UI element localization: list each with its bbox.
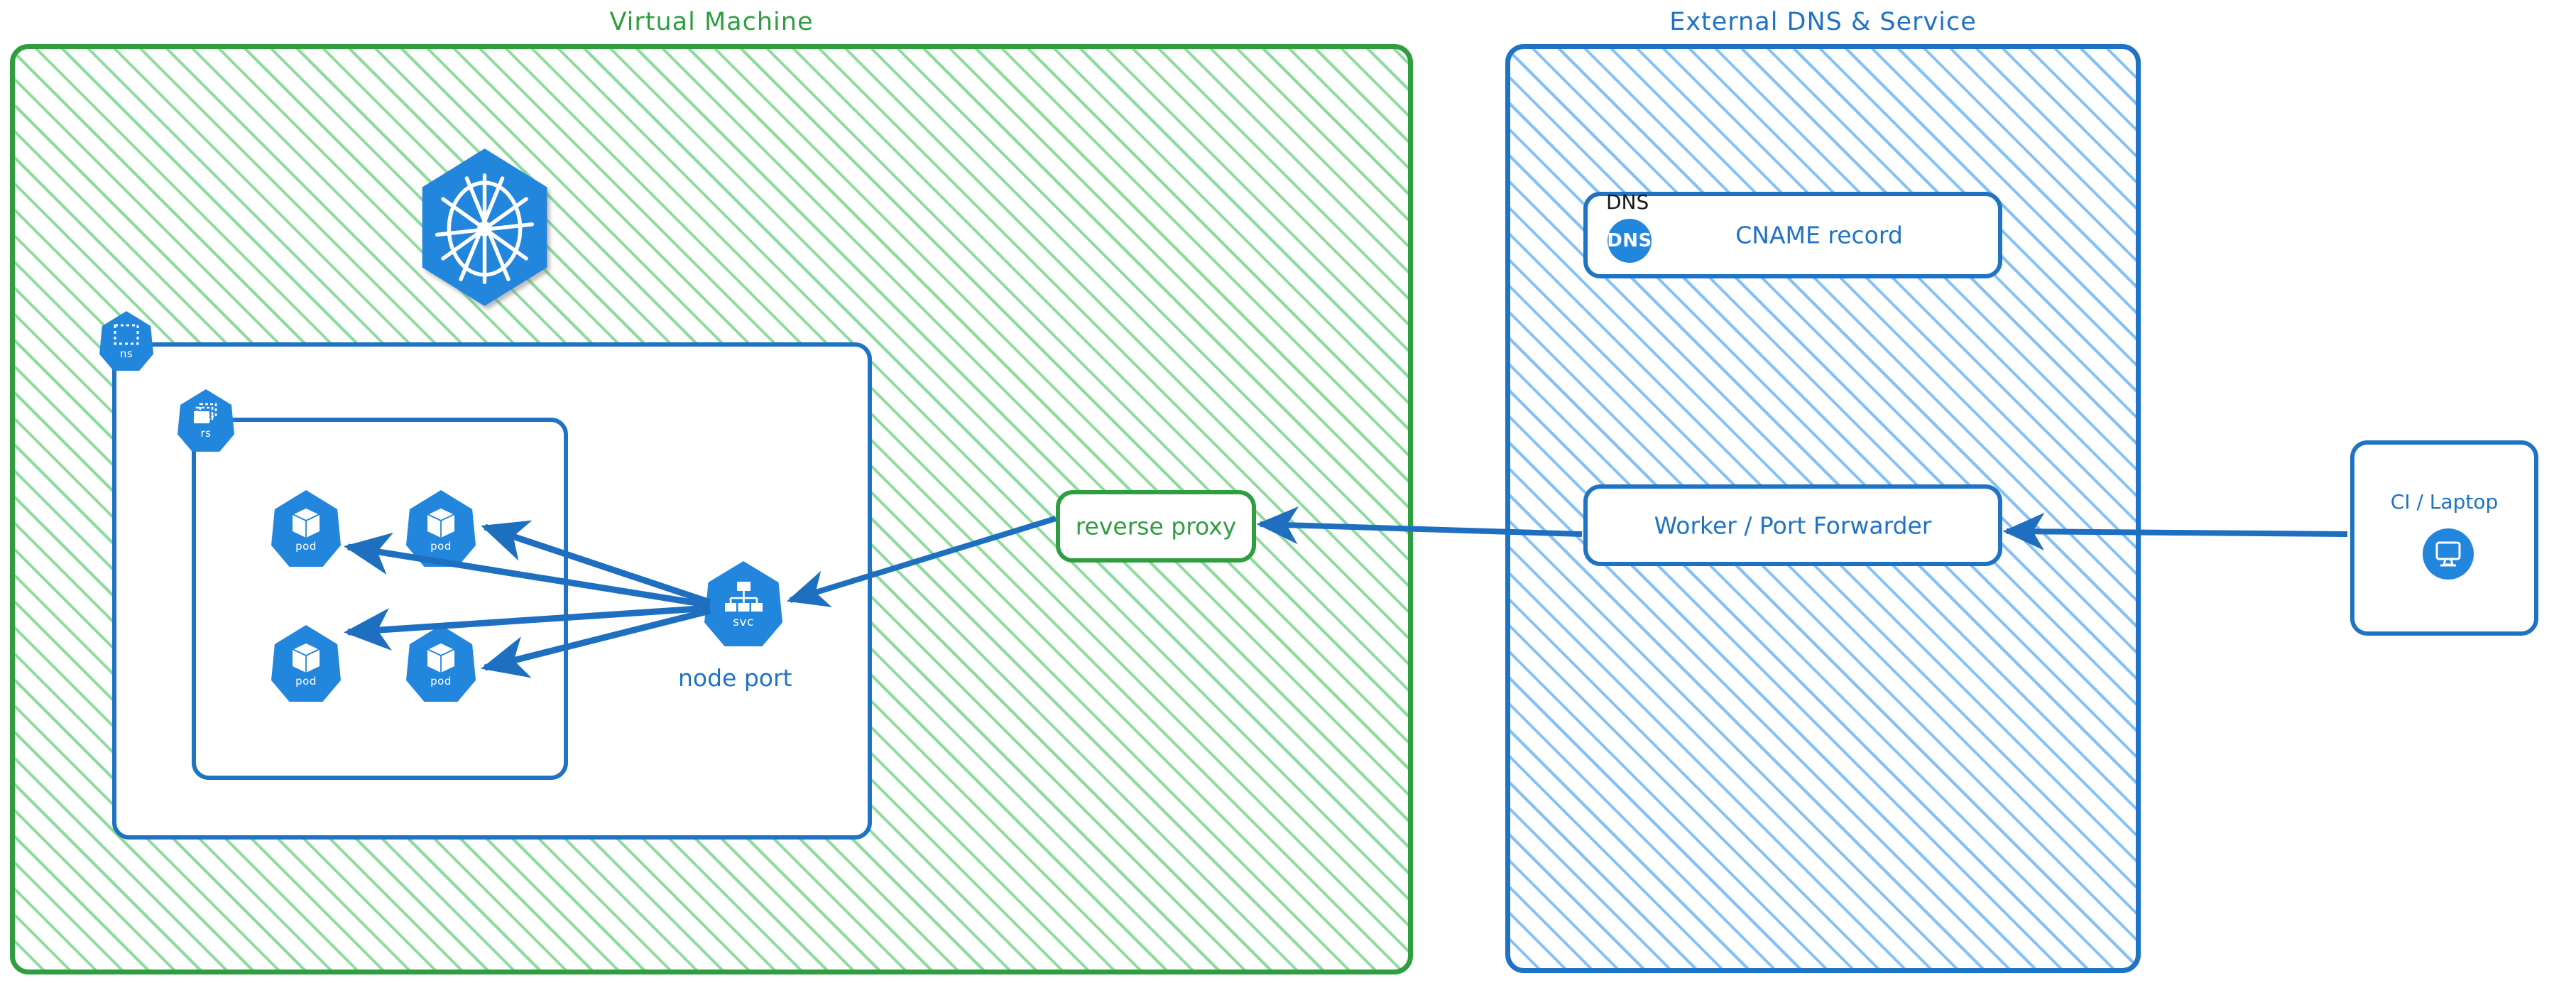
ci-laptop-label: CI / Laptop <box>2390 490 2499 514</box>
reverse-proxy-label: reverse proxy <box>1075 512 1237 541</box>
pod-cube-icon <box>425 506 457 540</box>
dns-badge-text: DNS <box>1607 230 1652 251</box>
kubernetes-logo-icon <box>408 146 561 309</box>
dns-box[interactable]: DNS DNS CNAME record <box>1583 190 2002 278</box>
pod-badge-label-4: pod <box>430 674 452 688</box>
region-external-dns-service-title: External DNS & Service <box>1669 8 1977 36</box>
pod-badge-label-1: pod <box>295 539 317 553</box>
service-tree-icon <box>724 580 763 615</box>
region-virtual-machine-title: Virtual Machine <box>609 8 814 36</box>
namespace-icon <box>112 323 141 347</box>
pod-badge-label-2: pod <box>430 539 452 553</box>
dns-kicker-label: DNS <box>1606 190 1649 214</box>
node-port-label: node port <box>678 664 792 692</box>
reverse-proxy-box[interactable]: reverse proxy <box>1056 490 1256 563</box>
pod-cube-icon <box>425 641 457 675</box>
ci-laptop-box[interactable]: CI / Laptop <box>2350 440 2538 636</box>
replicaset-badge-label: rs <box>200 426 212 440</box>
service-badge-label: svc <box>733 614 754 629</box>
replicaset-icon <box>191 403 221 427</box>
cname-record-label: CNAME record <box>1735 221 1903 249</box>
dns-circle-icon: DNS <box>1607 219 1652 263</box>
pod-cube-icon <box>290 506 322 540</box>
desktop-monitor-icon <box>2423 528 2474 580</box>
namespace-badge-label: ns <box>119 347 133 360</box>
pod-cube-icon <box>290 641 322 675</box>
pod-badge-label-3: pod <box>295 674 317 688</box>
replicaset-container <box>192 418 568 780</box>
worker-port-forwarder-label: Worker / Port Forwarder <box>1654 511 1932 539</box>
worker-port-forwarder-box[interactable]: Worker / Port Forwarder <box>1583 484 2002 566</box>
